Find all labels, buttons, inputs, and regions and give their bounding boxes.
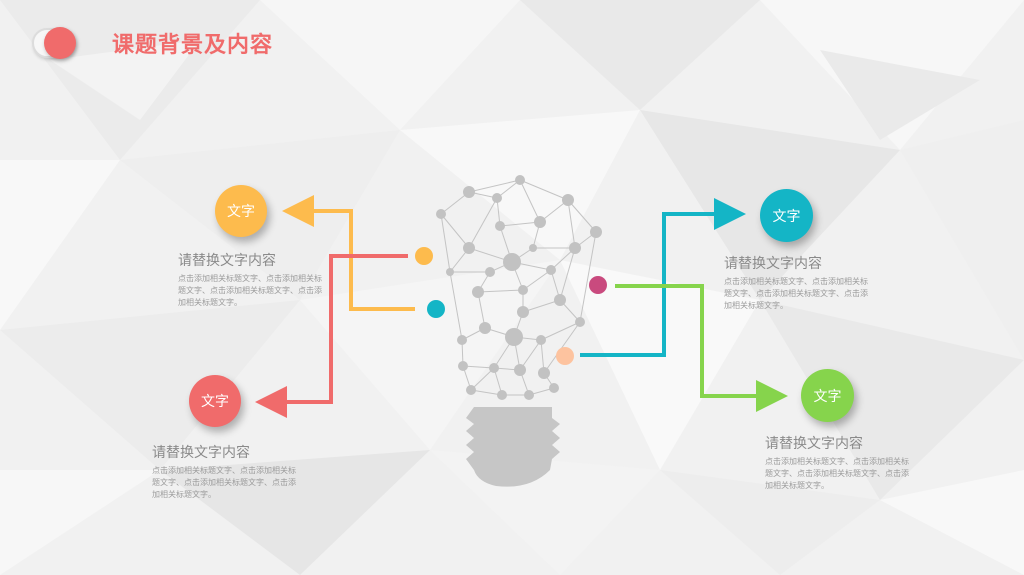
network-node — [472, 286, 484, 298]
network-node — [505, 328, 523, 346]
logo-dot — [44, 27, 76, 59]
text-block-2: 请替换文字内容 点击添加相关标题文字、点击添加相关标题文字、点击添加相关标题文字… — [152, 444, 297, 501]
bulb-base — [466, 407, 560, 487]
network-edge — [522, 269, 552, 291]
connector-red — [255, 254, 408, 418]
network-node — [549, 383, 559, 393]
network-node — [458, 361, 468, 371]
network-node — [590, 226, 602, 238]
network-node — [466, 385, 476, 395]
network-node — [554, 294, 566, 306]
network-edge — [567, 199, 576, 249]
network-edge — [468, 179, 521, 193]
network-node — [518, 285, 528, 295]
badge-label: 文字 — [201, 394, 229, 410]
network-node — [457, 335, 467, 345]
network-node — [485, 267, 495, 277]
network-node — [569, 242, 581, 254]
lightbulb-nodes — [436, 175, 602, 400]
network-edge — [540, 321, 581, 341]
block-body: 点击添加相关标题文字、点击添加相关标题文字、点击添加相关标题文字、点击添加相关标… — [765, 457, 909, 490]
block-heading: 请替换文字内容 — [724, 256, 822, 272]
network-edge — [470, 389, 503, 396]
block-heading: 请替换文字内容 — [152, 445, 250, 461]
badge-yellow: 文字 — [215, 185, 267, 237]
network-edge — [470, 367, 495, 391]
node-teal — [427, 300, 445, 318]
network-node — [495, 221, 505, 231]
network-node — [575, 317, 585, 327]
connector-green — [615, 284, 788, 412]
block-body: 点击添加相关标题文字、点击添加相关标题文字、点击添加相关标题文字、点击添加相关标… — [724, 277, 868, 310]
network-edge — [519, 179, 569, 201]
network-edge — [559, 247, 576, 301]
badge-label: 文字 — [772, 208, 801, 225]
network-node — [492, 193, 502, 203]
network-edge — [477, 289, 524, 293]
network-edge — [519, 179, 541, 223]
block-heading: 请替换文字内容 — [178, 253, 276, 269]
page-title: 课题背景及内容 — [112, 33, 274, 58]
connector-yellow — [282, 195, 415, 311]
network-node — [562, 194, 574, 206]
network-node — [515, 175, 525, 185]
text-block-4: 请替换文字内容 点击添加相关标题文字、点击添加相关标题文字、点击添加相关标题文字… — [765, 435, 910, 492]
network-edge — [543, 321, 581, 374]
block-body: 点击添加相关标题文字、点击添加相关标题文字、点击添加相关标题文字、点击添加相关标… — [178, 274, 322, 307]
network-node — [538, 367, 550, 379]
network-node — [489, 363, 499, 373]
network-edge — [519, 339, 542, 371]
network-node — [546, 265, 556, 275]
network-node — [529, 244, 537, 252]
block-body: 点击添加相关标题文字、点击添加相关标题文字、点击添加相关标题文字、点击添加相关标… — [152, 466, 296, 499]
badge-label: 文字 — [813, 388, 842, 405]
badge-red: 文字 — [189, 375, 241, 427]
network-node — [436, 209, 446, 219]
network-node — [534, 216, 546, 228]
block-heading: 请替换文字内容 — [765, 436, 863, 452]
network-edge — [468, 197, 498, 249]
network-edge — [499, 221, 541, 227]
text-block-3: 请替换文字内容 点击添加相关标题文字、点击添加相关标题文字、点击添加相关标题文字… — [724, 255, 869, 312]
network-node — [536, 335, 546, 345]
network-node — [446, 268, 454, 276]
badge-green: 文字 — [801, 369, 854, 422]
network-node — [479, 322, 491, 334]
network-node — [497, 390, 507, 400]
text-block-1: 请替换文字内容 点击添加相关标题文字、点击添加相关标题文字、点击添加相关标题文字… — [178, 252, 323, 309]
node-peach — [556, 347, 574, 365]
node-magenta — [589, 276, 607, 294]
badge-teal: 文字 — [760, 189, 813, 242]
network-node — [463, 186, 475, 198]
badge-label: 文字 — [227, 204, 255, 220]
network-edge — [567, 199, 597, 233]
network-edge — [477, 291, 486, 329]
network-edge — [440, 213, 470, 249]
network-edge — [440, 213, 451, 273]
network-node — [503, 253, 521, 271]
network-node — [517, 306, 529, 318]
network-node — [524, 390, 534, 400]
network-node — [463, 242, 475, 254]
network-edge — [462, 365, 495, 369]
network-edge — [579, 231, 597, 323]
network-edge — [449, 271, 463, 341]
logo-toggle-icon — [32, 26, 82, 60]
node-yellow — [415, 247, 433, 265]
network-node — [514, 364, 526, 376]
network-edge — [522, 299, 561, 313]
